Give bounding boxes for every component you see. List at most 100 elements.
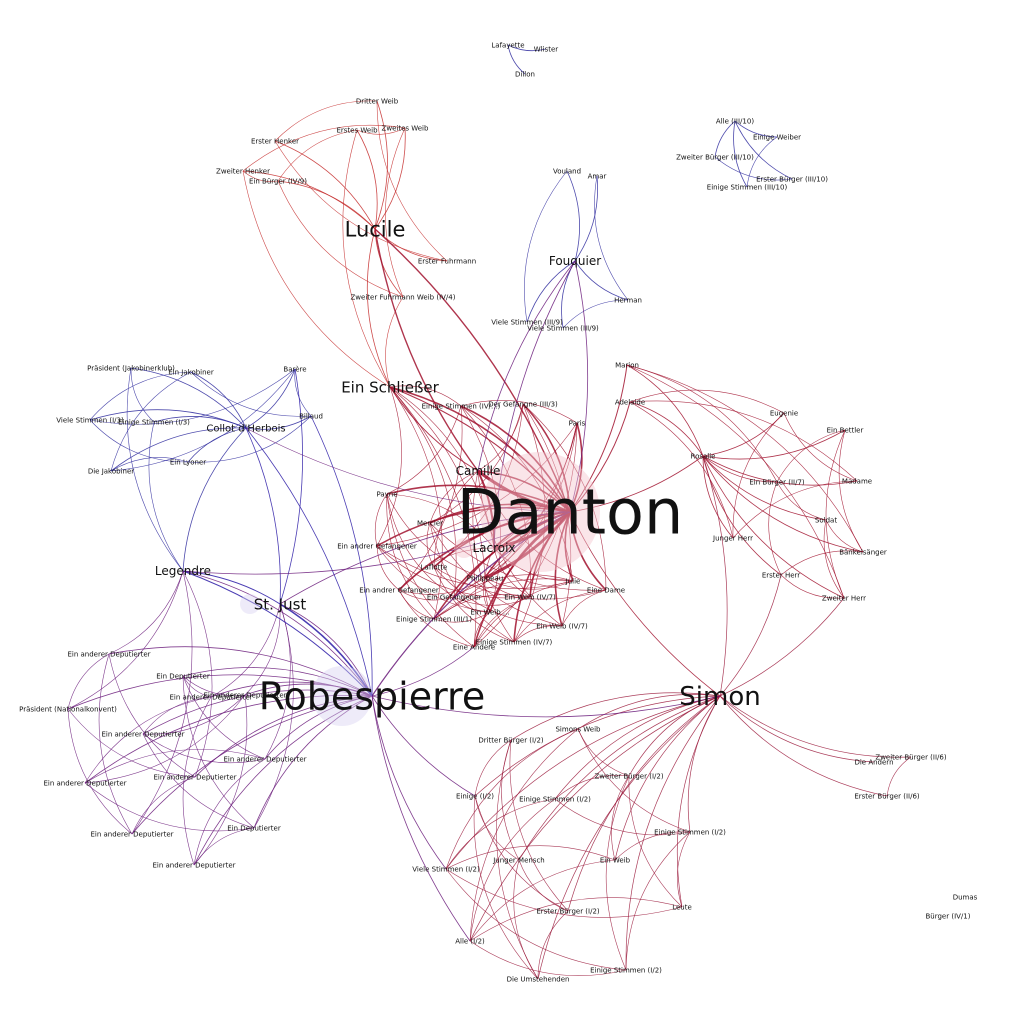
node-label-ein-anderer-dep1[interactable]: Ein anderer Deputierter (67, 650, 150, 658)
node-label-eine-dame[interactable]: Eine Dame (587, 586, 625, 594)
node-label-lucile[interactable]: Lucile (345, 217, 406, 241)
node-label-einige-stimmen-iv[interactable]: Einige Stimmen (IV/...) (422, 402, 501, 410)
node-label-ein-anderer-gefangener[interactable]: Ein andrer Gefangener (337, 542, 417, 550)
node-label-ein-weib-iii[interactable]: Ein Weib ... (470, 608, 509, 616)
node-label-zweiter-buerger-ii6[interactable]: Zweiter Bürger (II/6) (875, 753, 946, 761)
node-label-mercier[interactable]: Mercier (417, 519, 443, 527)
node-label-barere[interactable]: Barère (283, 365, 306, 373)
node-label-einige-stimmen-iii1[interactable]: Einige Stimmen (III/1) (396, 615, 472, 623)
node-label-zweiter-herr[interactable]: Zweiter Herr (822, 594, 866, 602)
node-label-ein-anderer-dep8[interactable]: Ein anderer Deputierter (152, 861, 235, 869)
node-label-ein-schliesser[interactable]: Ein Schließer (341, 378, 439, 396)
node-label-ein-gefangener[interactable]: Ein Gefangener (427, 593, 481, 601)
node-label-ein-anderer-gefangener2[interactable]: Ein andrer Gefangener (359, 586, 439, 594)
node-label-erster-herr[interactable]: Erster Herr (762, 571, 800, 579)
node-label-collot[interactable]: Collot d'Herbois (206, 424, 285, 435)
node-label-leute[interactable]: Leute (672, 903, 692, 911)
node-label-ein-weib-iv7a[interactable]: Ein Weib (IV/7) (504, 593, 556, 601)
node-label-herman[interactable]: Herman (614, 296, 642, 304)
node-label-ein-bettler[interactable]: Ein Bettler (827, 426, 864, 434)
node-label-ein-anderer-dep7[interactable]: Ein anderer Deputierter (90, 830, 173, 838)
node-label-dritter-weib[interactable]: Dritter Weib (356, 97, 399, 105)
node-label-erster-henker[interactable]: Erster Henker (251, 137, 299, 145)
node-label-laflotte[interactable]: Laflotte (421, 563, 448, 571)
node-label-viele-stimmen-iii9b[interactable]: Viele Stimmen (III/9) (527, 324, 599, 332)
node-label-camille[interactable]: Camille (456, 464, 501, 478)
node-label-ein-anderer-dep2[interactable]: Ein anderer Deputierter (169, 693, 252, 701)
node-label-junger-herr[interactable]: Junger Herr (712, 534, 753, 542)
node-label-die-andern[interactable]: Die Andern (854, 758, 893, 766)
node-label-erstes-weib[interactable]: Erstes Weib (336, 126, 378, 134)
node-label-billaud[interactable]: Billaud (299, 412, 323, 420)
node-label-ein-weib[interactable]: Ein Weib (600, 856, 631, 864)
node-label-alle-i2[interactable]: Alle (I/2) (455, 937, 485, 945)
node-label-dumas[interactable]: Dumas (953, 893, 978, 901)
node-label-baenkelsaenger[interactable]: Bänkelsänger (839, 548, 887, 556)
node-label-ein-deputierter2[interactable]: Ein Deputierter (227, 824, 281, 832)
node-label-julie[interactable]: Julie (565, 577, 581, 585)
node-label-zweites-weib[interactable]: Zweites Weib (382, 124, 429, 132)
node-label-der-gefangne[interactable]: Der Gefangne (III/3) (488, 400, 558, 408)
node-label-ein-weib-iv7b[interactable]: Ein Weib (IV/7) (536, 622, 588, 630)
node-label-zweiter-buerger-iii10[interactable]: Zweiter Bürger (III/10) (676, 153, 754, 161)
node-label-lafayette[interactable]: Lafayette (491, 41, 524, 49)
node-label-fouquier[interactable]: Fouquier (549, 254, 601, 268)
node-label-vouland[interactable]: Vouland (553, 167, 581, 175)
node-label-philippeau[interactable]: Philippeau (467, 574, 503, 582)
node-label-zweiter-fuhrmann[interactable]: Zweiter Fuhrmann Weib (IV/4) (351, 293, 456, 301)
node-label-praesident-nk[interactable]: Präsident (Nationalkonvent) (19, 705, 117, 713)
node-label-junger-mensch[interactable]: Junger Mensch (492, 856, 545, 864)
node-label-praesident-jakobiner[interactable]: Präsident (Jakobinerklub) (87, 364, 175, 372)
node-label-einige-stimmen-i2c[interactable]: Einige Stimmen (I/2) (590, 966, 662, 974)
node-label-wlister[interactable]: Wlister (534, 45, 559, 53)
node-label-ein-anderer-dep4[interactable]: Ein anderer Deputierter (223, 755, 306, 763)
node-label-ein-anderer-dep5[interactable]: Ein anderer Deputierter (153, 773, 236, 781)
node-label-eine-andere[interactable]: Eine Andere (453, 643, 495, 651)
node-label-einige-stimmen-i2b[interactable]: Einige Stimmen (I/2) (654, 828, 726, 836)
node-label-dillon[interactable]: Dillon (515, 70, 535, 78)
node-label-lacroix[interactable]: Lacroix (472, 541, 515, 555)
node-label-die-umstehenden[interactable]: Die Umstehenden (507, 975, 570, 983)
node-label-buerger-iv1[interactable]: Bürger (IV/1) (926, 912, 971, 920)
node-label-ein-jakobiner[interactable]: Ein Jakobiner (168, 368, 214, 376)
node-label-ein-anderer-dep9[interactable]: Ein anderer Deputierter (203, 691, 286, 699)
node-label-simon[interactable]: Simon (679, 682, 760, 712)
node-label-ein-lyoner[interactable]: Ein Lyoner (170, 458, 206, 466)
node-label-erster-buerger-iii10[interactable]: Erster Bürger (III/10) (756, 175, 828, 183)
node-label-danton[interactable]: Danton (457, 476, 684, 549)
node-label-adelaide[interactable]: Adelaide (615, 398, 645, 406)
node-label-viele-stimmen-i2[interactable]: Viele Stimmen (I/2) (412, 865, 480, 873)
node-label-madame[interactable]: Madame (842, 477, 872, 485)
node-label-ein-buerger-iv9[interactable]: Ein Bürger (IV/9) (249, 177, 307, 185)
node-label-die-jakobiner[interactable]: Die Jakobiner (88, 467, 134, 475)
node-label-erster-buerger-ii6[interactable]: Erster Bürger (II/6) (854, 792, 920, 800)
node-label-dritter-buerger-i2[interactable]: Dritter Bürger (I/2) (478, 736, 544, 744)
node-label-amar[interactable]: Amar (588, 172, 607, 180)
node-label-ein-anderer-dep3[interactable]: Ein anderer Deputierter (101, 730, 184, 738)
node-label-legendre[interactable]: Legendre (155, 564, 211, 578)
node-label-einige-stimmen-iii10[interactable]: Einige Stimmen (III/10) (707, 183, 788, 191)
node-label-erster-buerger-i2[interactable]: Erster Bürger (I/2) (536, 907, 600, 915)
node-label-erster-fuhrmann[interactable]: Erster Fuhrmann (418, 257, 476, 265)
node-label-alle-iii10[interactable]: Alle (III/10) (716, 117, 754, 125)
node-label-einige-i2[interactable]: Einige (I/2) (456, 792, 494, 800)
node-label-soldat[interactable]: Soldat (815, 516, 837, 524)
node-label-einige-weiber[interactable]: Einige Weiber (753, 133, 801, 141)
node-label-ein-anderer-dep6[interactable]: Ein anderer Deputierter (43, 779, 126, 787)
node-label-rosalie[interactable]: Rosalie (691, 452, 716, 460)
node-label-einige-stimmen-iv7[interactable]: Einige Stimmen (IV/7) (476, 638, 553, 646)
node-label-eugenie[interactable]: Eugenie (770, 409, 798, 417)
node-label-viele-stimmen-i3[interactable]: Viele Stimmen (I/3) (56, 416, 124, 424)
node-label-robespierre[interactable]: Robespierre (259, 674, 485, 718)
node-label-zweiter-henker[interactable]: Zweiter Henker (216, 167, 270, 175)
node-label-ein-deputierter1[interactable]: Ein Deputierter (156, 672, 210, 680)
node-label-viele-stimmen-iii9a[interactable]: Viele Stimmen (III/9) (491, 318, 563, 326)
node-label-payne[interactable]: Payne (376, 490, 397, 498)
node-label-einige-stimmen-i3[interactable]: Einige Stimmen (I/3) (118, 418, 190, 426)
node-label-einige-stimmen-i2a[interactable]: Einige Stimmen (I/2) (519, 795, 591, 803)
node-label-marion[interactable]: Marion (615, 361, 639, 369)
node-label-zweiter-buerger-i2[interactable]: Zweiter Bürger (I/2) (594, 772, 663, 780)
node-label-simons-weib[interactable]: Simons Weib (555, 725, 601, 733)
node-label-paris[interactable]: Paris (569, 419, 586, 427)
node-label-ein-buerger-ii7[interactable]: Ein Bürger (II/7) (749, 478, 805, 486)
